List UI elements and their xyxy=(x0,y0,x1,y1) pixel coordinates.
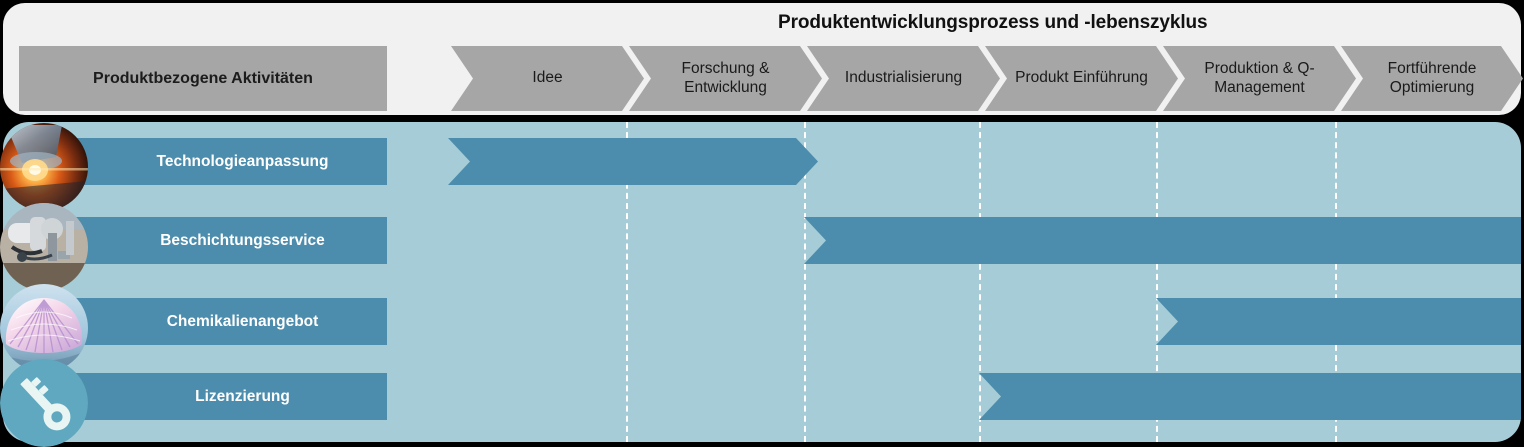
coating-machine-icon xyxy=(0,203,88,291)
phase-label-produkt-einfuehrung: Produkt Einführung xyxy=(1015,69,1148,87)
phase-chevron-idee[interactable]: Idee xyxy=(451,46,644,111)
nanostructure-icon xyxy=(0,284,88,372)
phase-chevron-bar: Idee Forschung & Entwicklung Industriali… xyxy=(451,46,1523,111)
row-label-beschichtungsservice[interactable]: Beschichtungsservice xyxy=(76,217,387,264)
row-label-text-beschichtungsservice: Beschichtungsservice xyxy=(160,231,325,249)
gridline-4 xyxy=(1156,122,1158,442)
page-title: Produktentwicklungsprozess und -lebenszy… xyxy=(778,12,1208,33)
row-label-technologieanpassung[interactable]: Technologieanpassung xyxy=(76,138,387,185)
phase-label-industrialisierung: Industrialisierung xyxy=(844,69,963,87)
phase-label-fortfuehrende-optimierung: Fortführende Optimierung xyxy=(1387,59,1477,96)
laser-welding-icon xyxy=(0,123,88,211)
phase-label-produktion-q-management: Produktion & Q-Management xyxy=(1204,59,1315,96)
row-label-text-technologieanpassung: Technologieanpassung xyxy=(156,152,329,170)
activities-header-box: Produktbezogene Aktivitäten xyxy=(19,46,387,111)
gridline-2 xyxy=(804,122,806,442)
timeline-bar-beschichtungsservice[interactable] xyxy=(804,217,1521,264)
timeline-bar-technologieanpassung[interactable] xyxy=(448,138,818,185)
phase-chevron-produktion-q-management[interactable]: Produktion & Q-Management xyxy=(1163,46,1356,111)
phase-chevron-fortfuehrende-optimierung[interactable]: Fortführende Optimierung xyxy=(1341,46,1523,111)
gridline-5 xyxy=(1335,122,1337,442)
header-panel: Produktentwicklungsprozess und -lebenszy… xyxy=(3,3,1521,115)
row-label-text-chemikalienangebot: Chemikalienangebot xyxy=(166,312,319,330)
activities-header-label: Produktbezogene Aktivitäten xyxy=(93,69,313,87)
timeline-bar-lizenzierung[interactable] xyxy=(979,373,1521,420)
phase-label-idee: Idee xyxy=(532,69,563,87)
gridline-1 xyxy=(626,122,628,442)
row-label-lizenzierung[interactable]: Lizenzierung xyxy=(76,373,387,420)
phase-chevron-forschung-entwicklung[interactable]: Forschung & Entwicklung xyxy=(629,46,822,111)
key-icon xyxy=(0,359,88,447)
gridline-3 xyxy=(979,122,981,442)
phase-label-forschung-entwicklung: Forschung & Entwicklung xyxy=(681,59,770,96)
row-label-chemikalienangebot[interactable]: Chemikalienangebot xyxy=(76,298,387,345)
timeline-bar-chemikalienangebot[interactable] xyxy=(1156,298,1521,345)
row-label-text-lizenzierung: Lizenzierung xyxy=(195,387,290,405)
phase-chevron-produkt-einfuehrung[interactable]: Produkt Einführung xyxy=(985,46,1178,111)
timeline-chart-panel: Technologieanpassung Beschichtungsservic… xyxy=(3,122,1521,442)
phase-chevron-industrialisierung[interactable]: Industrialisierung xyxy=(807,46,1000,111)
